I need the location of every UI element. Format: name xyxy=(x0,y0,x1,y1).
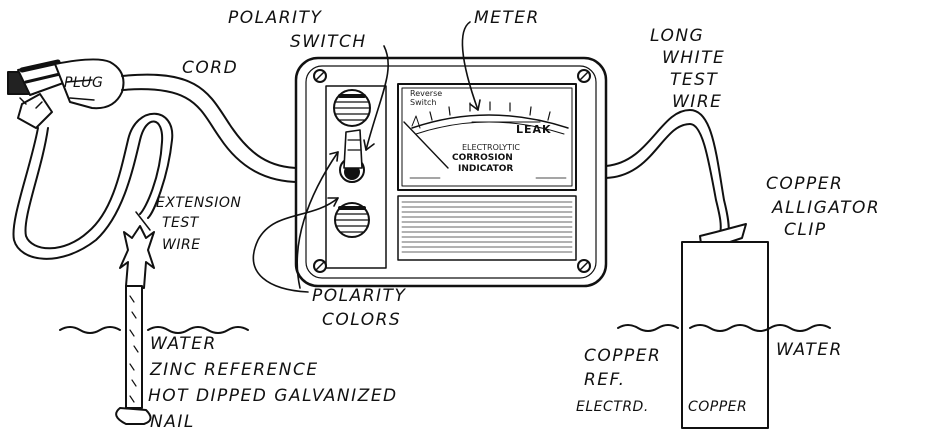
long-white-test-wire-label-3: TEST xyxy=(670,72,718,89)
copper-plate-label: COPPER xyxy=(688,400,747,414)
long-white-test-wire-label-2: WHITE xyxy=(662,50,725,67)
cord-label: CORD xyxy=(182,60,238,77)
water-right-label: WATER xyxy=(776,342,843,359)
polarity-colors-label-1: POLARITY xyxy=(312,288,406,305)
long-white-test-wire xyxy=(606,110,729,236)
extension-test-wire-label-1: EXTENSION xyxy=(156,196,241,210)
long-white-test-wire-label-4: WIRE xyxy=(672,94,722,111)
meter-title-line-1: ELECTROLYTIC xyxy=(462,144,520,152)
copper-alligator-clip-label-1: COPPER xyxy=(766,176,843,193)
meter-reverse-label-2: Switch xyxy=(410,99,436,107)
meter-label: METER xyxy=(474,10,540,27)
polarity-switch-label-2: SWITCH xyxy=(290,34,367,51)
meter-reverse-label-1: Reverse xyxy=(410,90,442,98)
cord-drawing xyxy=(122,75,300,182)
meter-box xyxy=(296,58,606,286)
plug-drawing xyxy=(8,59,124,128)
copper-ref-label-3: ELECTRD. xyxy=(576,400,649,414)
meter-title-line-3: INDICATOR xyxy=(458,165,513,174)
extension-test-wire-label-2: TEST xyxy=(162,216,199,230)
hot-dipped-galvanized-label: HOT DIPPED GALVANIZED xyxy=(148,388,398,405)
water-surface-left xyxy=(60,327,248,333)
meter-leak-label: LEAK xyxy=(516,124,552,135)
copper-ref-label-2: REF. xyxy=(584,372,626,389)
plug-label: PLUG xyxy=(64,76,103,90)
copper-ref-label-1: COPPER xyxy=(584,348,661,365)
nail-label: NAIL xyxy=(150,414,195,431)
water-left-label: WATER xyxy=(150,336,217,353)
polarity-colors-label-2: COLORS xyxy=(322,312,401,329)
meter-title-line-2: CORROSION xyxy=(452,154,513,163)
copper-alligator-clip-label-3: CLIP xyxy=(784,222,827,239)
long-white-test-wire-label-1: LONG xyxy=(650,28,704,45)
extension-test-wire-label-3: WIRE xyxy=(162,238,201,252)
polarity-switch-label-1: POLARITY xyxy=(228,10,322,27)
zinc-reference-label: ZINC REFERENCE xyxy=(150,362,319,379)
copper-alligator-clip-label-2: ALLIGATOR xyxy=(772,200,880,217)
